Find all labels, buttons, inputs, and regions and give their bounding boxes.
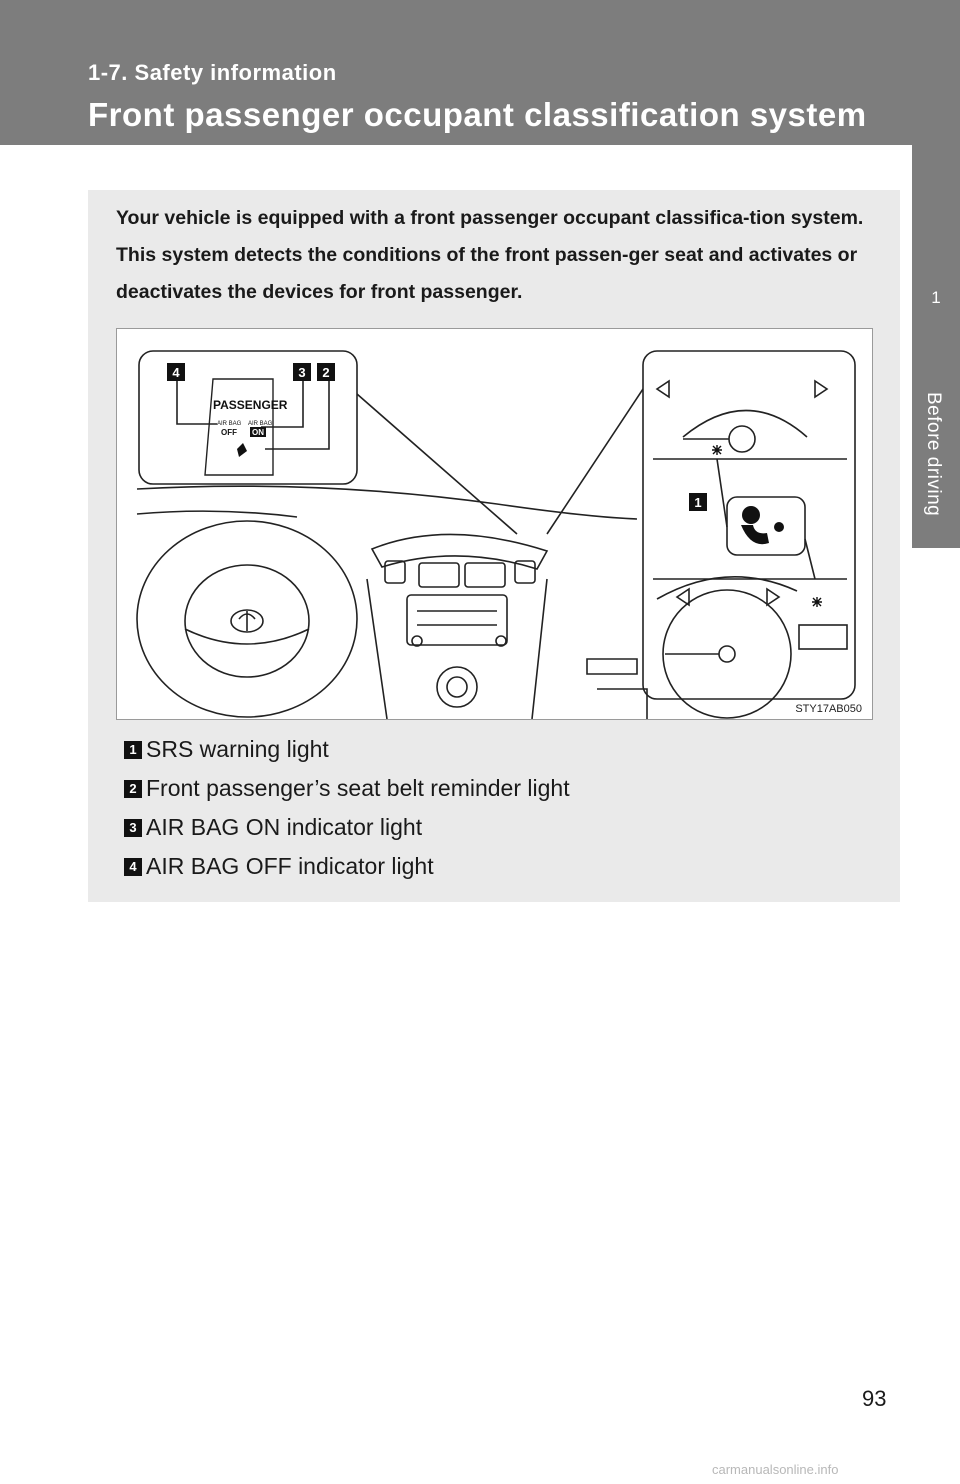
legend-item: 4 AIR BAG OFF indicator light (124, 847, 884, 886)
panel-airbag-right-text: AIR BAG (248, 421, 273, 427)
panel-on-text: ON (252, 428, 264, 437)
intro-text: Your vehicle is equipped with a front pa… (116, 207, 864, 303)
side-tab-text: Before driving (923, 392, 944, 517)
panel-off-text: OFF (221, 428, 237, 437)
dashboard-figure: PASSENGER AIR BAG OFF AIR BAG ON 4 3 2 1… (116, 328, 873, 720)
legend-item: 2 Front passenger’s seat belt reminder l… (124, 769, 884, 808)
callout-2: 2 (322, 365, 329, 380)
legend-label: Front passenger’s seat belt reminder lig… (146, 775, 570, 801)
callout-1: 1 (694, 495, 701, 510)
panel-airbag-left-text: AIR BAG (217, 421, 242, 427)
page-number: 93 (862, 1386, 887, 1411)
side-tab-top (912, 145, 960, 260)
section-label: 1-7. Safety information (88, 60, 337, 85)
legend-label: AIR BAG OFF indicator light (146, 853, 434, 879)
legend-list: 1 SRS warning light 2 Front passenger’s … (124, 730, 884, 886)
seatbelt-icon (237, 443, 247, 457)
legend-item: 3 AIR BAG ON indicator light (124, 808, 884, 847)
watermark-text: carmanualsonline.info (712, 1462, 839, 1477)
figure-code: STY17AB050 (795, 703, 862, 715)
legend-number: 3 (124, 818, 142, 837)
header-band: 1-7. Safety information Front passenger … (0, 0, 960, 145)
page-title: Front passenger occupant classification … (88, 96, 867, 133)
legend-number: 4 (124, 857, 142, 876)
side-tab-chapter: 1 (931, 288, 941, 307)
callout-3: 3 (298, 365, 305, 380)
legend-label: SRS warning light (146, 736, 329, 762)
legend-label: AIR BAG ON indicator light (146, 814, 423, 840)
legend-number: 2 (124, 779, 142, 798)
callout-4: 4 (172, 365, 180, 380)
legend-item: 1 SRS warning light (124, 730, 884, 769)
panel-passenger-text: PASSENGER (213, 398, 288, 412)
legend-number: 1 (124, 740, 142, 759)
dashboard-illustration: PASSENGER AIR BAG OFF AIR BAG ON 4 3 2 1 (136, 350, 856, 719)
side-tab (912, 260, 960, 548)
